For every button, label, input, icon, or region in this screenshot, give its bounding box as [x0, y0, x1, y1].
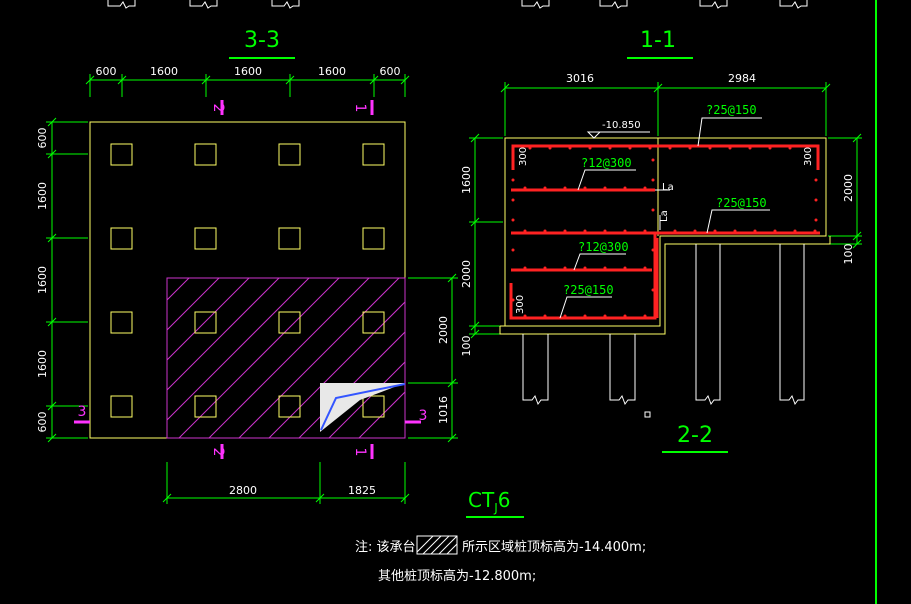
section-right-dim-2: 100 [842, 244, 855, 265]
cover-label-right: 300 [803, 147, 814, 166]
note-line1-suffix: 所示区域桩顶标高为-14.400m; [462, 539, 646, 555]
plan-left-dim-2: 1600 [36, 182, 49, 210]
small-marker [644, 411, 651, 418]
section-2-top-label: 2 [210, 104, 226, 113]
section-top-dim-2: 2984 [728, 72, 756, 85]
plan-title: 3-3 [244, 28, 280, 53]
section-left-dimensions [469, 133, 503, 339]
rebar-label-mid1: ?12@300 [581, 156, 632, 170]
anchor-length-label-2: La [659, 210, 670, 222]
section-left-dim-2: 2000 [460, 260, 473, 288]
selection-grip [320, 383, 406, 432]
rebar-lines [509, 144, 820, 320]
plan-view: 3-3 [36, 28, 458, 504]
section-markers [74, 100, 421, 459]
top-cutoff-marks [107, 0, 808, 9]
plan-left-dimensions [46, 117, 88, 443]
note-line1-prefix: 注: 该承台 [355, 540, 416, 555]
rebar-label-mid2: ?12@300 [578, 240, 629, 254]
section-view: 1-1 3016 2984 1600 2000 100 [460, 28, 862, 453]
plan-left-dim-5: 600 [36, 412, 49, 433]
rebar-label-bottom: ?25@150 [563, 283, 614, 297]
plan-top-dim-2: 1600 [150, 65, 178, 78]
blinding-layer [499, 236, 831, 335]
section-right-dim-1: 2000 [842, 174, 855, 202]
plan-left-dim-1: 600 [36, 128, 49, 149]
hatched-region [167, 278, 405, 438]
plan-top-dim-1: 600 [96, 65, 117, 78]
plan-bottom-dim-2: 1825 [348, 484, 376, 497]
section-left-dim-1: 1600 [460, 166, 473, 194]
cover-label-bottom-left: 300 [515, 295, 526, 314]
cap-name-main: CT [468, 488, 495, 512]
note-line2: 其他桩顶标高为-12.800m; [378, 568, 536, 584]
rebar-leaders [559, 117, 770, 319]
section-left-dim-3: 100 [460, 336, 473, 357]
hatch-legend-swatch [416, 535, 458, 555]
plan-left-dim-3: 1600 [36, 266, 49, 294]
cap-name-sub: J [493, 501, 498, 515]
plan-top-dim-3: 1600 [234, 65, 262, 78]
plan-right-dim-2: 1016 [437, 396, 450, 424]
section-3-right-label: 3 [419, 408, 428, 424]
svg-text:CTJ6: CTJ6 [468, 488, 510, 515]
section-1-top-label: 1 [352, 104, 368, 113]
cover-label-left: 300 [518, 147, 529, 166]
rebar-label-top: ?25@150 [706, 103, 757, 117]
plan-right-dimensions [408, 273, 458, 443]
section-piles [522, 244, 805, 406]
section-2-bottom-label: 2 [210, 448, 226, 457]
plan-top-dim-5: 600 [380, 65, 401, 78]
section-bottom-title: 2-2 [677, 423, 713, 448]
pile-grid [110, 143, 385, 418]
section-title: 1-1 [640, 28, 676, 53]
plan-right-dim-1: 2000 [437, 316, 450, 344]
notes: 注: 该承台 所示区域桩顶标高为-14.400m; 其他桩顶标高为-12.800… [355, 535, 646, 584]
cap-name: CTJ6 [466, 488, 524, 518]
plan-top-dimensions [85, 74, 410, 97]
section-top-dim-1: 3016 [566, 72, 594, 85]
plan-left-dim-4: 1600 [36, 350, 49, 378]
anchor-length-label-1: La [662, 182, 674, 193]
elevation-label: -10.850 [602, 120, 641, 131]
plan-bottom-dimensions [162, 462, 410, 504]
section-1-bottom-label: 1 [352, 448, 368, 457]
section-top-dimensions [500, 82, 831, 136]
cap-name-num: 6 [498, 488, 511, 512]
plan-bottom-dim-1: 2800 [229, 484, 257, 497]
plan-top-dim-4: 1600 [318, 65, 346, 78]
rebar-label-step: ?25@150 [716, 196, 767, 210]
rebar-dots [511, 146, 818, 318]
section-3-left-label: 3 [78, 404, 87, 420]
hatched-region-outline [166, 277, 406, 439]
section-right-dimensions [828, 133, 862, 249]
